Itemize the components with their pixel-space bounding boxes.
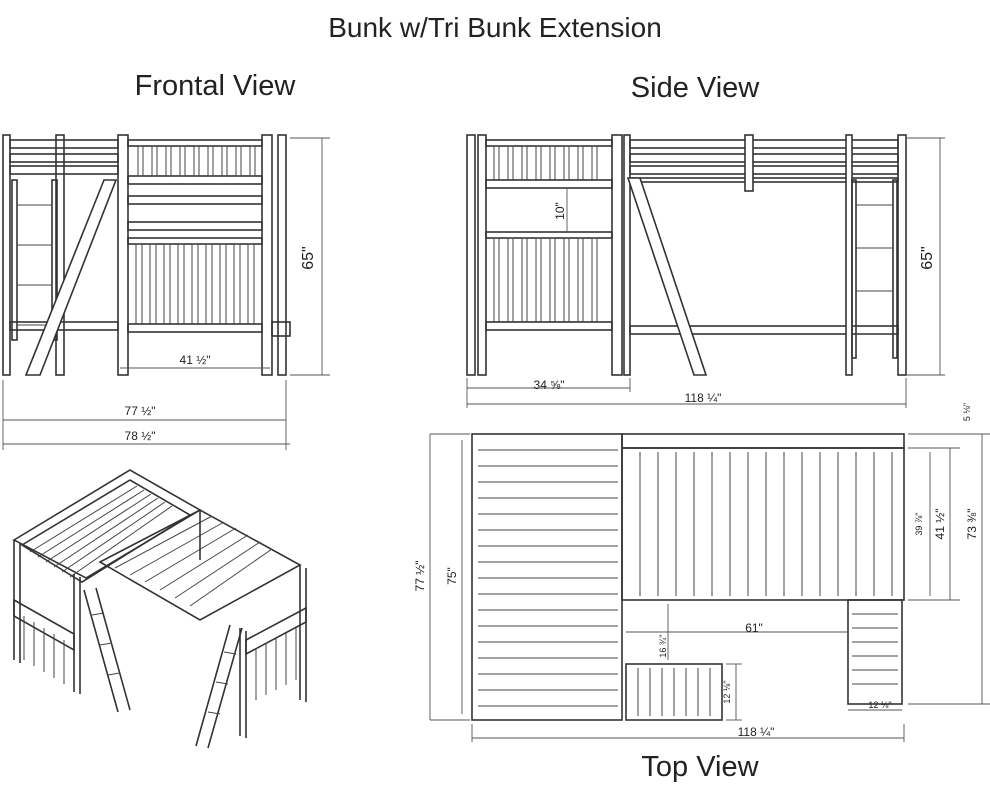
frontal-view-drawing xyxy=(2,134,330,450)
side-ladder-label: 34 ⅝" xyxy=(534,378,565,392)
top-16-label: 16 ¾" xyxy=(658,634,668,657)
frontal-width-label-1: 77 ½" xyxy=(125,404,156,418)
top-77-label: 77 ½" xyxy=(413,561,427,592)
top-12a-label: 12 ⅛" xyxy=(722,680,732,703)
frontal-view-title: Frontal View xyxy=(134,70,296,102)
top-41-label: 41 ½" xyxy=(933,509,947,540)
top-view-title: Top View xyxy=(641,751,759,783)
isometric-view-drawing xyxy=(12,469,307,749)
top-61-label: 61" xyxy=(745,621,763,635)
side-gap-label: 10" xyxy=(553,202,567,220)
top-73-label: 73 ⅜" xyxy=(965,509,979,540)
frontal-inner-label: 41 ½" xyxy=(180,353,211,367)
top-118-label: 118 ¼" xyxy=(738,725,775,739)
top-39-label: 39 ⅞" xyxy=(914,512,924,535)
frontal-height-label: 65" xyxy=(300,246,317,269)
top-12b-label: 12 ⅛" xyxy=(868,700,891,710)
side-height-label: 65" xyxy=(919,246,936,269)
side-length-label: 118 ¼" xyxy=(685,391,722,405)
side-view-title: Side View xyxy=(630,72,760,104)
side-view-drawing xyxy=(466,134,945,408)
frontal-width-label-2: 78 ½" xyxy=(125,429,156,443)
top-view-drawing xyxy=(429,433,990,742)
top-75-label: 75" xyxy=(445,567,459,585)
diagram-title: Bunk w/Tri Bunk Extension xyxy=(328,12,662,43)
top-5-label: 5 ⅛" xyxy=(962,403,972,421)
